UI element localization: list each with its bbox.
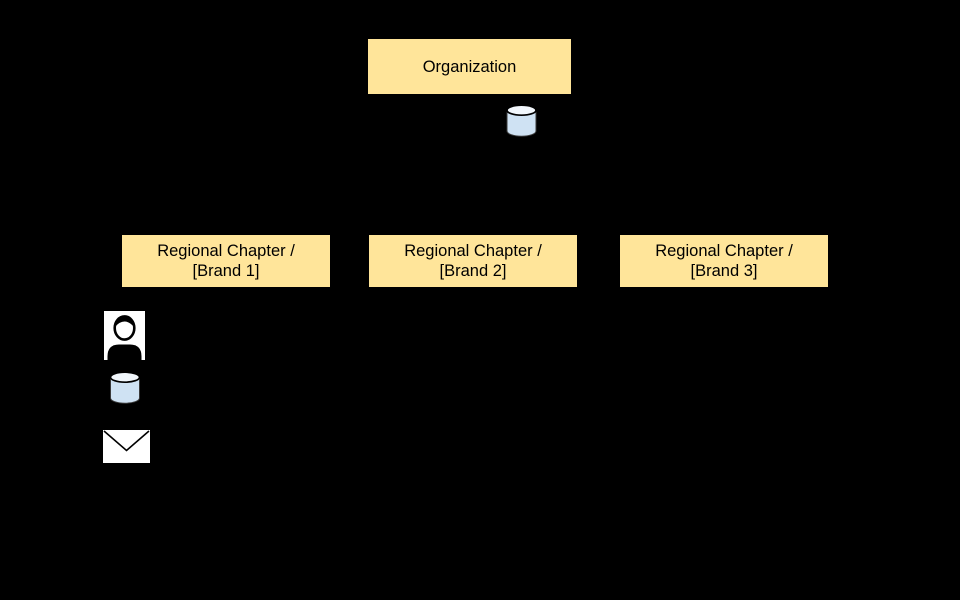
chapter-label-line1: Regional Chapter / bbox=[655, 242, 793, 260]
database-top bbox=[109, 371, 141, 384]
database-top bbox=[506, 104, 537, 117]
chapter-label-line1: Regional Chapter / bbox=[404, 242, 542, 260]
chapter-label-line2: [Brand 2] bbox=[439, 262, 507, 280]
chapter-label-line1: Regional Chapter / bbox=[157, 242, 295, 260]
user-icon bbox=[104, 311, 145, 360]
chapter-node-brand-1: Regional Chapter / [Brand 1] bbox=[122, 235, 330, 287]
envelope-flap bbox=[103, 430, 150, 452]
chapter-node-brand-3: Regional Chapter / [Brand 3] bbox=[620, 235, 828, 287]
chapter-label-line2: [Brand 1] bbox=[192, 262, 260, 280]
envelope-background bbox=[103, 430, 150, 463]
chapter-node-label: Regional Chapter / [Brand 1] bbox=[157, 241, 295, 281]
database-icon bbox=[109, 371, 141, 404]
org-node: Organization bbox=[368, 39, 571, 94]
database-body bbox=[110, 377, 140, 404]
user-icon-body bbox=[107, 344, 142, 360]
chapter-node-label: Regional Chapter / [Brand 3] bbox=[655, 241, 793, 281]
user-icon-hair bbox=[115, 316, 134, 327]
database-icon bbox=[506, 104, 537, 137]
database-body bbox=[506, 110, 537, 137]
chapter-node-brand-2: Regional Chapter / [Brand 2] bbox=[369, 235, 577, 287]
chapter-node-label: Regional Chapter / [Brand 2] bbox=[404, 241, 542, 281]
org-node-label: Organization bbox=[422, 57, 517, 76]
chapter-label-line2: [Brand 3] bbox=[690, 262, 758, 280]
envelope-icon bbox=[103, 430, 150, 463]
